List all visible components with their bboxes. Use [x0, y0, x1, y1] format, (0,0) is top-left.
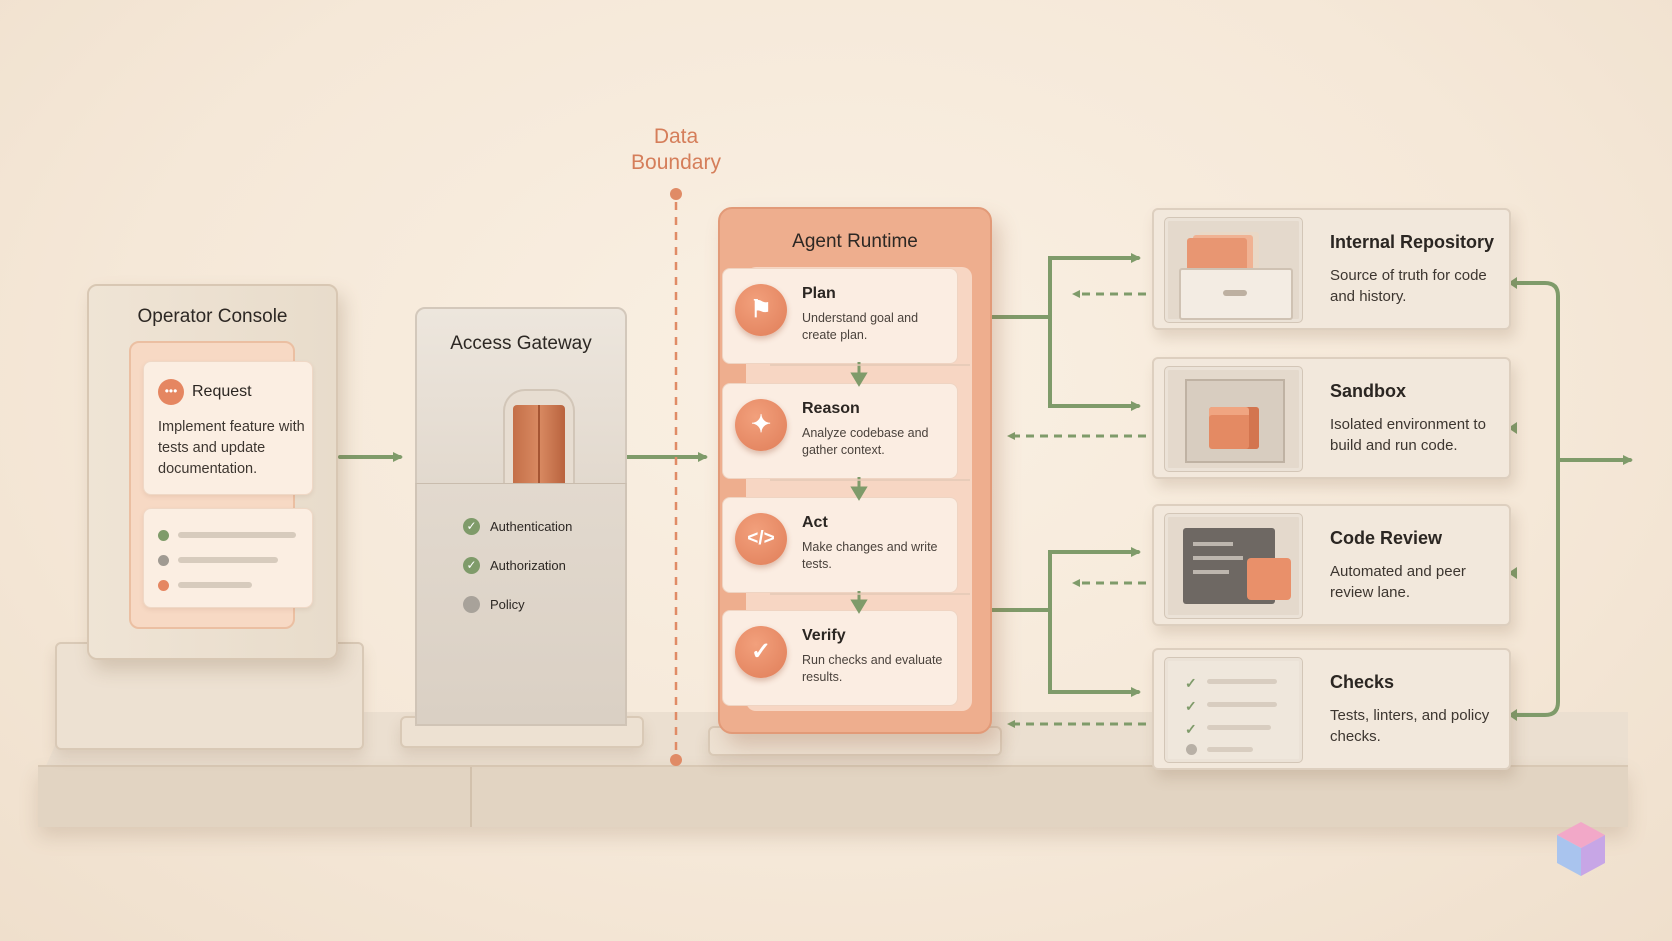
resource-desc: Automated and peer review lane. [1330, 563, 1466, 601]
resource-sandbox[interactable]: Sandbox Isolated environment to build an… [1152, 357, 1511, 479]
console-pedestal [55, 642, 364, 750]
step-reason[interactable]: ✦ Reason Analyze codebase and gather con… [722, 383, 958, 479]
resource-desc: Isolated environment to build and run co… [1330, 416, 1486, 454]
status-dot-gray [158, 555, 169, 566]
console-panel: ••• Request Implement feature with tests… [129, 341, 313, 629]
step-desc: Run checks and evaluate results. [802, 653, 943, 684]
gateway-checks-panel: ✓ Authentication ✓ Authorization Policy [415, 483, 627, 726]
logo-icon [1555, 820, 1607, 878]
request-title: Request [192, 383, 252, 400]
step-title: Reason [802, 400, 860, 417]
step-title: Act [802, 514, 828, 531]
gateway-item-authentication: Authentication [490, 519, 573, 534]
data-boundary-label: Data Boundary [631, 125, 721, 174]
step-title: Verify [802, 627, 846, 644]
chat-bubble-icon: ••• [158, 379, 184, 405]
request-card[interactable]: ••• Request Implement feature with tests… [143, 361, 313, 495]
step-desc: Make changes and write tests. [802, 540, 938, 571]
access-gateway-title: Access Gateway [450, 333, 592, 354]
file-drawer-icon [1164, 217, 1303, 323]
operator-console: Operator Console ••• Request Implement f… [87, 284, 338, 660]
step-act[interactable]: </> Act Make changes and write tests. [722, 497, 958, 593]
access-gateway: Access Gateway [415, 307, 627, 489]
data-boundary-line [670, 188, 682, 766]
step-desc: Analyze codebase and gather context. [802, 426, 929, 457]
status-dot-green [158, 530, 169, 541]
placeholder-line [178, 582, 252, 588]
flag-icon: ⚑ [735, 284, 787, 336]
review-icon [1164, 513, 1303, 619]
check-icon: ✓ [463, 518, 480, 535]
base-platform-front [38, 765, 1628, 827]
step-title: Plan [802, 285, 836, 302]
step-verify[interactable]: ✓ Verify Run checks and evaluate results… [722, 610, 958, 706]
agent-runtime-title: Agent Runtime [792, 231, 918, 252]
door-icon [503, 389, 575, 489]
gateway-item-authorization: Authorization [490, 558, 566, 573]
status-dot-orange [158, 580, 169, 591]
step-plan[interactable]: ⚑ Plan Understand goal and create plan. [722, 268, 958, 364]
resource-title: Sandbox [1330, 381, 1407, 401]
resource-title: Checks [1330, 672, 1395, 692]
checklist-icon: ✓✓✓ [1164, 657, 1303, 763]
resource-internal-repository[interactable]: Internal Repository Source of truth for … [1152, 208, 1511, 330]
operator-console-title: Operator Console [137, 306, 288, 327]
placeholder-line [178, 557, 278, 563]
pending-circle-icon [463, 596, 480, 613]
resource-desc: Source of truth for code and history. [1330, 267, 1487, 305]
placeholder-line [178, 532, 296, 538]
sparkle-icon: ✦ [735, 399, 787, 451]
gateway-item-policy: Policy [490, 597, 525, 612]
resource-title: Code Review [1330, 528, 1443, 548]
resource-desc: Tests, linters, and policy checks. [1330, 707, 1490, 745]
request-text: Implement feature with tests and update … [158, 419, 305, 477]
resource-title: Internal Repository [1330, 232, 1495, 252]
cube-icon [1164, 366, 1303, 472]
check-icon: ✓ [463, 557, 480, 574]
resource-checks[interactable]: ✓✓✓ Checks Tests, linters, and policy ch… [1152, 648, 1511, 770]
code-icon: </> [735, 513, 787, 565]
task-list-card [143, 508, 313, 608]
resource-code-review[interactable]: Code Review Automated and peer review la… [1152, 504, 1511, 626]
step-desc: Understand goal and create plan. [802, 311, 919, 342]
check-icon: ✓ [735, 626, 787, 678]
